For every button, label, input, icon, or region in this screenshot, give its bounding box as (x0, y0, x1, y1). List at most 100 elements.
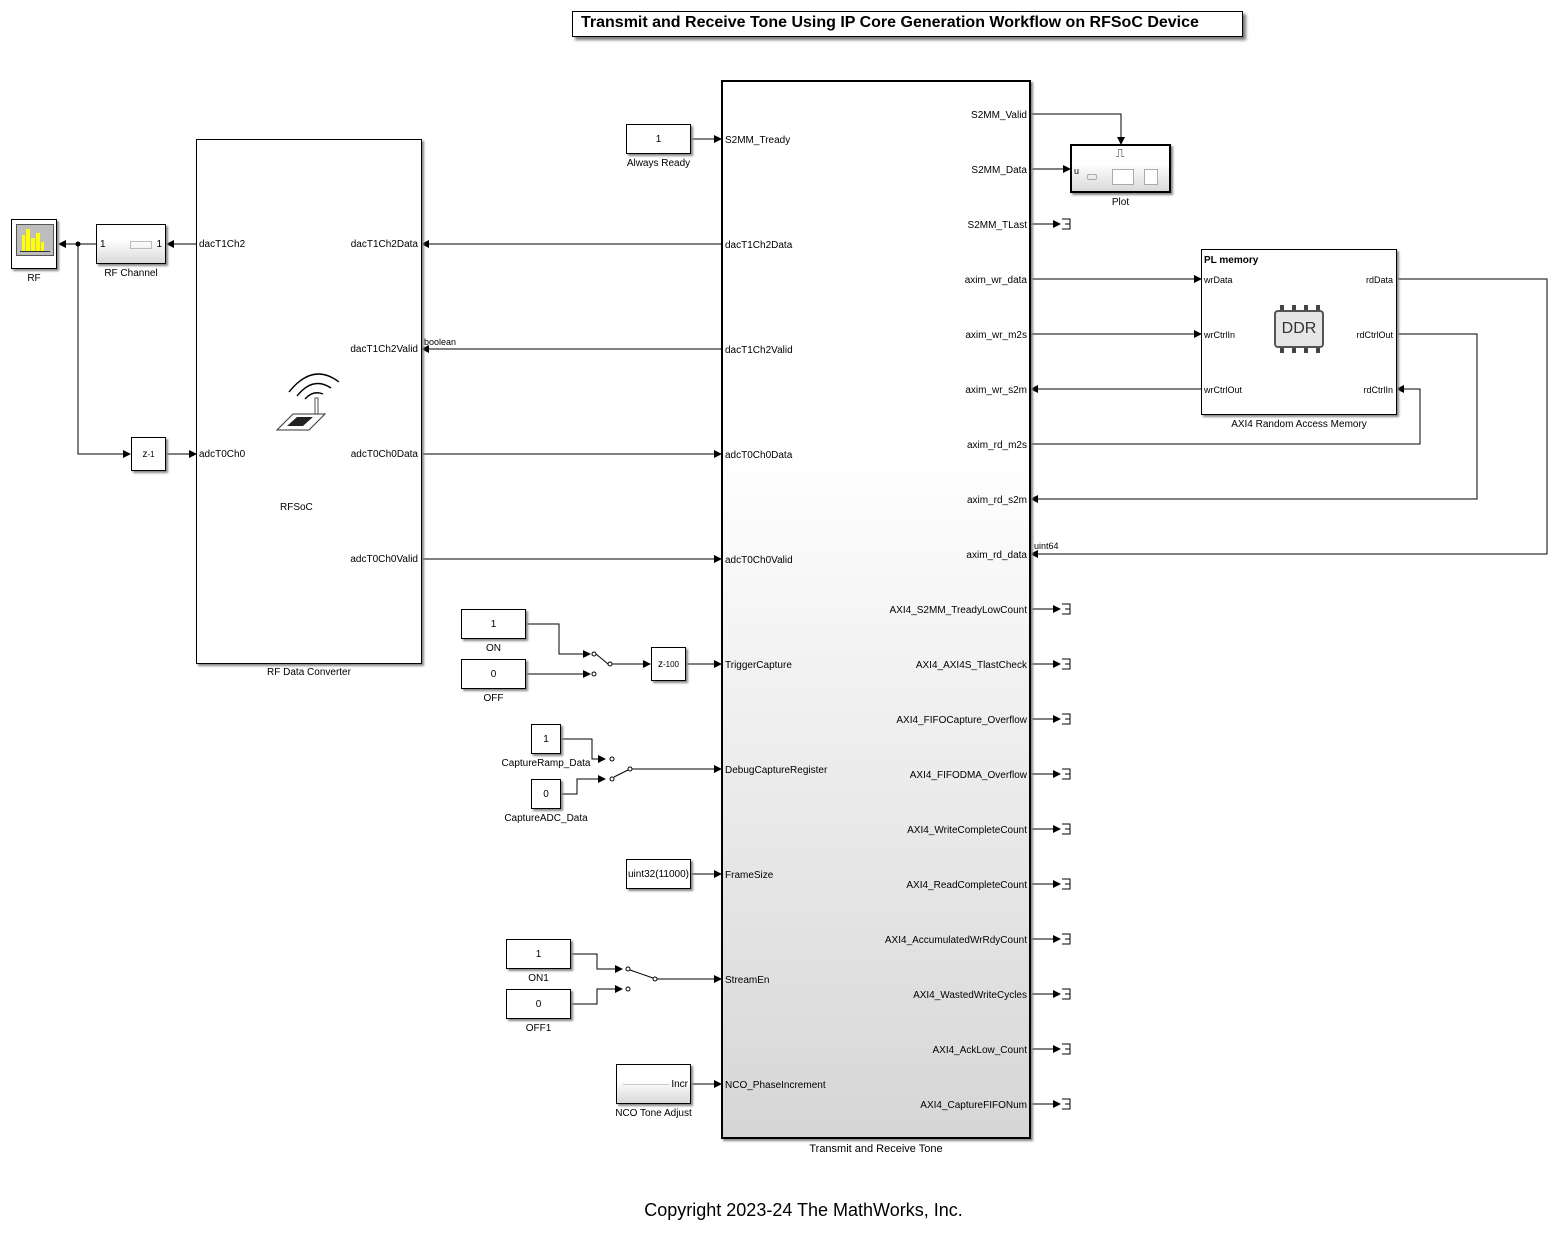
main-out-port: AXI4_CaptureFIFONum (920, 1100, 1027, 1111)
rf-data-converter-label: RF Data Converter (267, 667, 351, 678)
branch-point (75, 241, 81, 247)
off-label: OFF (483, 693, 504, 704)
main-out-port: AXI4_S2MM_TreadyLowCount (889, 605, 1027, 616)
memory-header: PL memory (1204, 255, 1259, 266)
line-rd-m2s (1031, 385, 1421, 445)
wireless-antenna-icon (275, 373, 340, 431)
main-in-port: FrameSize (725, 870, 774, 881)
switch-stream (629, 969, 654, 979)
ddr-chip-icon: DDR (1274, 310, 1324, 348)
main-out-port: axim_wr_s2m (965, 385, 1027, 396)
plot-label: Plot (1111, 197, 1130, 208)
port-rdctrlout: rdCtrlOut (1356, 330, 1393, 340)
line-rd-data (1030, 278, 1548, 558)
delay-base: z (142, 448, 148, 460)
off1-constant[interactable]: 0 (506, 989, 571, 1019)
channel-icon (130, 241, 152, 249)
rf-channel-block[interactable]: 1 1 (96, 224, 166, 264)
main-in-port: DebugCaptureRegister (725, 765, 828, 776)
off-constant[interactable]: 0 (461, 659, 526, 689)
terminator-icon (1062, 988, 1071, 1000)
capture-ramp-constant[interactable]: 1 (531, 724, 561, 754)
copyright: Copyright 2023-24 The MathWorks, Inc. (644, 1200, 963, 1220)
off1-label: OFF1 (525, 1023, 552, 1034)
terminator-icon (1062, 218, 1071, 230)
pulse-icon: ⎍ (1116, 146, 1125, 160)
rf-scope-label: RF (27, 273, 41, 284)
main-out-port: axim_rd_m2s (966, 440, 1027, 451)
constant-value: uint32(11000) (628, 868, 689, 880)
terminator-icon (1062, 658, 1071, 670)
terminator-icon (1062, 878, 1071, 890)
main-out-port: AXI4_AccumulatedWrRdyCount (884, 935, 1027, 946)
rf-channel-out-port: 1 (156, 239, 162, 250)
capture-ramp-label: CaptureRamp_Data (501, 758, 591, 769)
port-out-adcdata: adcT0Ch0Data (350, 449, 418, 460)
constant-value: 1 (655, 133, 662, 145)
main-out-port: AXI4_FIFOCapture_Overflow (896, 715, 1027, 726)
rf-data-converter-block[interactable]: dacT1Ch2 adcT0Ch0 dacT1Ch2Data dacT1Ch2V… (196, 139, 422, 664)
terminators (1031, 218, 1071, 1110)
rf-scope-block[interactable] (11, 219, 57, 269)
capture-adc-label: CaptureADC_Data (504, 813, 588, 824)
line-rd-s2m (1030, 333, 1478, 503)
port-wrctrlin: wrCtrlIn (1204, 330, 1235, 340)
diagram-title: Transmit and Receive Tone Using IP Core … (572, 11, 1243, 37)
signal-type-boolean: boolean (424, 337, 457, 347)
constant-value: 1 (535, 948, 542, 960)
nco-port: Incr (671, 1079, 688, 1090)
subsystem-icon (623, 1084, 669, 1085)
rf-channel-in-port: 1 (100, 239, 106, 250)
capture-adc-constant[interactable]: 0 (531, 779, 561, 809)
switch-trigger (595, 653, 609, 665)
constant-value: 1 (490, 618, 497, 630)
delay-100-block[interactable]: z-100 (651, 647, 686, 681)
main-out-port: AXI4_AckLow_Count (932, 1045, 1027, 1056)
unit-delay-block[interactable]: z-1 (131, 437, 166, 471)
main-out-port: AXI4_WastedWriteCycles (913, 990, 1027, 1001)
plot-port: u (1074, 166, 1080, 176)
constant-value: 0 (535, 998, 542, 1010)
main-in-port: TriggerCapture (725, 660, 792, 671)
port-out-adcvalid: adcT0Ch0Valid (350, 554, 418, 565)
rfsoc-label: RFSoC (280, 502, 313, 513)
chip-pins-bottom (1280, 348, 1320, 353)
terminator-icon (1062, 713, 1071, 725)
main-in-port: dacT1Ch2Data (725, 240, 793, 251)
nco-tone-adjust-block[interactable]: Incr (616, 1064, 691, 1104)
nco-label: NCO Tone Adjust (615, 1108, 692, 1119)
main-out-port: AXI4_WriteCompleteCount (907, 825, 1027, 836)
delay-exp: -1 (147, 449, 155, 459)
main-out-port: axim_rd_data (966, 550, 1027, 561)
terminator-icon (1062, 1098, 1071, 1110)
plot-block[interactable]: u ⎍ (1070, 144, 1171, 193)
on1-label: ON1 (528, 973, 549, 984)
signal-type-uint64: uint64 (1034, 541, 1059, 551)
main-in-port: adcT0Ch0Data (725, 450, 793, 461)
main-out-port: AXI4_ReadCompleteCount (906, 880, 1027, 891)
memory-label: AXI4 Random Access Memory (1231, 419, 1367, 430)
on1-constant[interactable]: 1 (506, 939, 571, 969)
always-ready-constant[interactable]: 1 (626, 124, 691, 154)
line-on (526, 623, 591, 658)
line-on1 (571, 953, 623, 973)
line-branch-to-delay (77, 244, 131, 458)
chip-pins-top (1280, 305, 1320, 310)
ddr-text: DDR (1281, 320, 1317, 337)
main-in-port: NCO_PhaseIncrement (725, 1080, 826, 1091)
delay-exp: -100 (662, 659, 679, 669)
on-label: ON (486, 643, 501, 654)
main-out-port: axim_rd_s2m (966, 495, 1027, 506)
main-out-port: AXI4_AXI4S_TlastCheck (915, 660, 1027, 671)
terminator-icon (1062, 603, 1071, 615)
delay-base: z (657, 658, 663, 670)
port-rdctrlin: rdCtrlIn (1363, 385, 1393, 395)
port-out-dacvalid: dacT1Ch2Valid (350, 344, 418, 355)
frame-size-constant[interactable]: uint32(11000) (626, 859, 691, 889)
terminator-icon (1062, 768, 1071, 780)
on-constant[interactable]: 1 (461, 609, 526, 639)
axi4-memory-block[interactable]: PL memory wrData wrCtrlIn wrCtrlOut rdDa… (1201, 249, 1397, 415)
main-in-port: adcT0Ch0Valid (725, 555, 793, 566)
